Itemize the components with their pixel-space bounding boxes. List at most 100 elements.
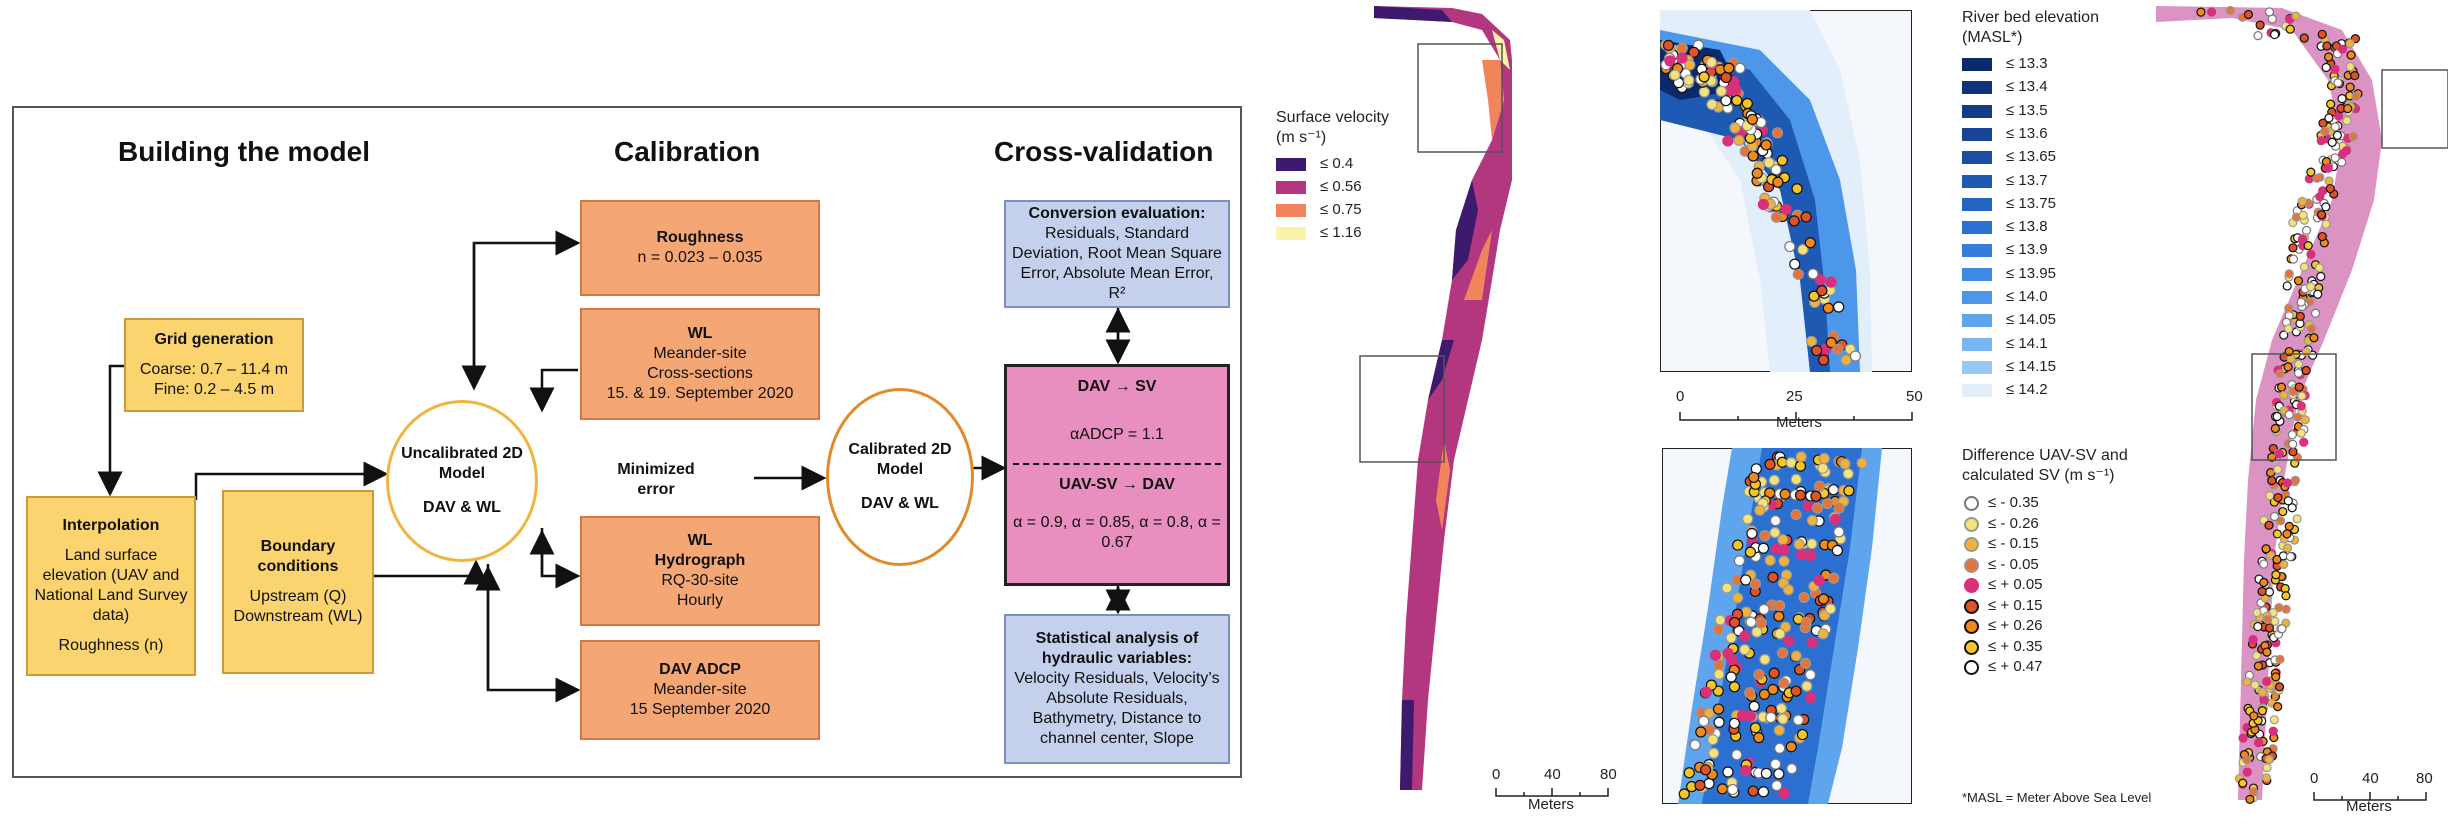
difference-map-point [1689,739,1701,751]
difference-map-point [1699,764,1712,776]
river-map-point [2248,635,2258,645]
calibrated-title: Calibrated 2D Model [848,441,952,478]
difference-map-point [1833,526,1845,538]
river-map-point [2309,333,2319,343]
difference-map-point [1843,485,1855,497]
difference-map-point [1811,502,1824,514]
riverbed-legend-title: River bed elevation [1962,9,2099,26]
inset-map-point [1669,69,1681,81]
riverbed-legend-label: ≤ 14.15 [2006,357,2056,375]
river-map-point [2267,452,2277,462]
river-map-point [2266,550,2276,560]
river-map-point [2306,249,2316,259]
river-map-point [2293,276,2304,286]
riverbed-legend-label: ≤ 13.95 [2006,264,2056,282]
river-map-point [2275,654,2285,664]
calibrated-model-ellipse: Calibrated 2D Model DAV & WL [826,388,974,566]
difference-map-point [1800,616,1812,628]
difference-map-point [1805,549,1817,561]
difference-map-point [1821,497,1834,510]
river-map-point [2264,623,2275,633]
conversion-title: Conversion evaluation: [1028,205,1206,222]
river-map-point [2262,763,2272,773]
river-map-point [2245,794,2255,804]
riverbed-legend-swatch [1962,221,1992,235]
difference-map-point [1713,659,1725,671]
scale-right-tick-80: 80 [2416,770,2433,787]
river-map-point [2279,330,2289,340]
difference-map-point [1839,458,1851,470]
inset-map-point [1784,240,1796,253]
inset-map-point [1741,97,1753,110]
difference-map-point [1678,788,1690,800]
river-map-point [2281,591,2291,601]
river-map-point [2257,586,2267,597]
inset-map-point [1772,176,1784,188]
difference-legend-label: ≤ - 0.05 [1988,555,2039,573]
difference-legend-dot [1964,516,1979,532]
surface-velocity-legend-label: ≤ 0.75 [1320,201,1362,218]
difference-map-point [1804,692,1817,704]
difference-map-point [1769,758,1782,770]
difference-map-point [1731,749,1743,761]
inset-map-point [1817,354,1830,366]
interpolation-roughness: Roughness (n) [58,637,164,654]
difference-map-point [1829,513,1842,526]
river-map-point [2297,234,2308,244]
difference-inset-map [1662,448,1912,804]
surface-velocity-legend-swatch [1276,204,1306,217]
connector-arrows [97,230,1131,703]
difference-legend-label: ≤ + 0.05 [1988,576,2043,593]
difference-map-point [1774,742,1786,754]
difference-map-point [1712,703,1725,715]
boundary-conditions-box: Boundary conditions Upstream (Q) Downstr… [222,490,374,674]
difference-map-point [1739,630,1751,642]
difference-map-point [1748,700,1760,712]
difference-map-point [1755,617,1767,629]
difference-map-point [1790,650,1802,662]
difference-map-point [1804,669,1817,681]
boundary-upstream: Upstream (Q) [249,588,347,605]
difference-map-point [1713,716,1725,728]
difference-map-point [1748,471,1760,484]
difference-map-point [1776,647,1789,659]
roughness-range: n = 0.023 – 0.035 [637,249,763,266]
difference-map-point [1773,600,1786,612]
dav-adcp-title: DAV ADCP [659,661,741,678]
river-map-point [2262,676,2272,687]
river-map-point [2264,520,2274,530]
river-map-point [2286,354,2296,364]
river-map-point [2306,167,2316,177]
river-map-point [2283,324,2294,334]
difference-map-point [1753,669,1765,681]
difference-map-point [1790,508,1802,521]
difference-map-point [1732,539,1744,551]
inset-map-point [1751,167,1763,179]
river-map-point [2284,303,2294,313]
difference-map-point [1806,538,1818,550]
river-map-point [2342,116,2352,126]
river-map-point [2288,243,2298,253]
difference-map-point [1765,711,1777,724]
wl-hydrograph-interval: Hourly [676,592,724,609]
difference-legend-dot [1964,578,1979,593]
river-map-point [2313,289,2323,299]
river-map-point [2297,391,2307,401]
grid-coarse: Coarse: 0.7 – 11.4 m [139,361,289,378]
difference-map-point [1708,747,1720,759]
river-map-point [2351,91,2361,101]
difference-map-point [1793,538,1805,550]
difference-map-point [1703,777,1715,790]
difference-map-point [1796,728,1809,741]
river-map-point [2262,647,2272,657]
difference-map-point [1817,593,1830,605]
river-map-point [2243,9,2254,20]
scale-left-tick-0: 0 [1492,766,1501,783]
difference-map-point [1777,713,1789,725]
difference-map-point [1751,626,1763,638]
river-map-point [2293,368,2304,378]
river-map-point [2261,773,2272,783]
riverbed-legend-label: ≤ 13.65 [2006,148,2056,166]
difference-map-point [1745,616,1757,628]
difference-map-point [1744,710,1756,722]
